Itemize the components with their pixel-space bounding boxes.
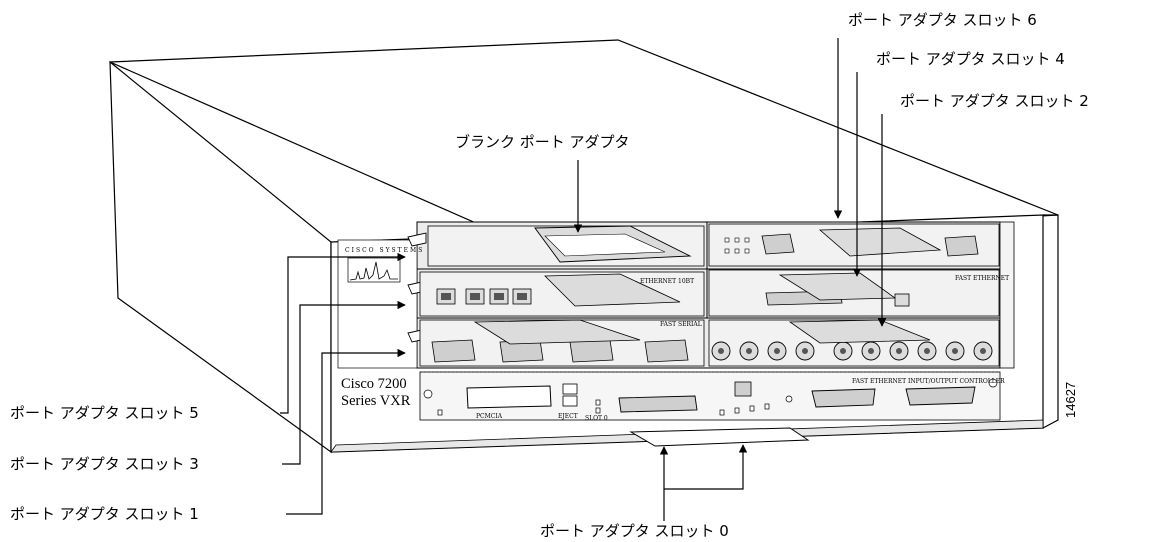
fast-ethernet-label: FAST ETHERNET: [955, 275, 1009, 282]
ethernet-10bt-label: ETHERNET 10BT: [640, 278, 694, 285]
slot-1-fast-serial-adapter: FAST SERIAL: [420, 320, 704, 366]
model-name-line1: Cisco 7200: [341, 376, 407, 392]
svg-text:CISCO SYSTEMS: CISCO SYSTEMS: [345, 247, 424, 254]
pcmcia-label: PCMCIA: [476, 413, 503, 420]
callout-blank: ブランク ポート アダプタ: [455, 133, 630, 151]
slot-6-adapter: [709, 224, 999, 266]
leader-slot0: [664, 445, 743, 521]
callout-slot2: ポート アダプタ スロット 2: [900, 92, 1089, 110]
slot-4-adapter: FAST ETHERNET: [709, 270, 1009, 316]
io-controller: FAST ETHERNET INPUT/OUTPUT CONTROLLER PC…: [420, 372, 1005, 422]
fast-serial-label: FAST SERIAL: [660, 321, 702, 328]
callout-slot0: ポート アダプタ スロット 0: [540, 522, 729, 540]
figure-number: 14627: [1063, 382, 1078, 418]
io-slot0-label: SLOT 0: [585, 415, 608, 422]
callout-slot4: ポート アダプタ スロット 4: [876, 50, 1065, 68]
slot-3-ethernet-adapter: ETHERNET 10BT: [420, 272, 704, 316]
eject-label: EJECT: [558, 413, 578, 420]
slot-5-blank-adapter: [428, 226, 704, 266]
model-name-line2: Series VXR: [341, 393, 411, 409]
slot-2-coax-adapter: [709, 320, 999, 366]
callout-slot3: ポート アダプタ スロット 3: [10, 455, 199, 473]
callout-slot1: ポート アダプタ スロット 1: [10, 505, 199, 523]
callout-slot6: ポート アダプタ スロット 6: [848, 11, 1037, 29]
io-controller-label: FAST ETHERNET INPUT/OUTPUT CONTROLLER: [852, 378, 1005, 385]
callout-slot5: ポート アダプタ スロット 5: [10, 404, 199, 422]
